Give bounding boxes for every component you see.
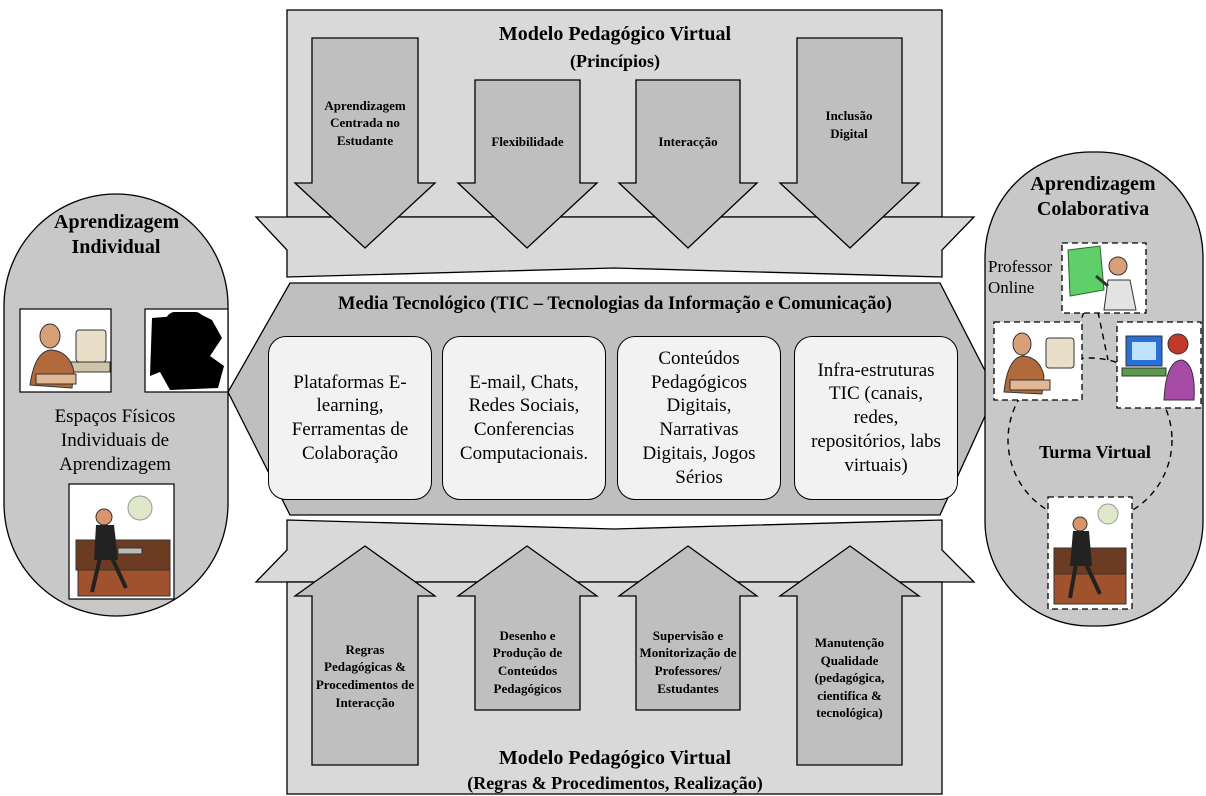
tech-box-1: Plataformas E-learning, Ferramentas de C… bbox=[268, 336, 432, 500]
connector-line-1 bbox=[1071, 311, 1085, 345]
rule-arrow-3 bbox=[616, 545, 760, 711]
virtual-class-circle bbox=[1007, 357, 1173, 523]
teacher-label: Professor Online bbox=[988, 257, 1053, 298]
principle-arrow-1 bbox=[293, 37, 437, 249]
center-panel-title: Media Tecnológico (TIC – Tecnologias da … bbox=[338, 294, 892, 314]
top-panel-arrow bbox=[254, 216, 976, 278]
rule-arrow-1 bbox=[292, 545, 438, 766]
rule-label-4: Manutenção Qualidade (pedagógica, cienti… bbox=[814, 635, 885, 721]
principle-label-2: Flexibilidade bbox=[491, 134, 564, 150]
silhouette-icon bbox=[150, 312, 224, 390]
man-at-computer-icon bbox=[29, 323, 111, 389]
principle-label-1: Aprendizagem Centrada no Estudante bbox=[324, 97, 406, 148]
connector-line-2 bbox=[1097, 311, 1109, 361]
right-panel-background bbox=[984, 151, 1204, 627]
principle-arrow-2 bbox=[456, 79, 599, 249]
top-panel-title: Modelo Pedagógico Virtual bbox=[498, 23, 732, 45]
rule-label-2: Desenho e Produção de Conteúdos Pedagógi… bbox=[492, 627, 563, 696]
teacher-at-board-icon bbox=[1067, 245, 1137, 311]
right-panel-title: Aprendizagem Colaborativa bbox=[1030, 173, 1156, 220]
tech-box-2: E-mail, Chats, Redes Sociais, Conferenci… bbox=[442, 336, 606, 500]
principle-arrow-4 bbox=[778, 37, 921, 249]
rule-arrow-2 bbox=[455, 545, 600, 711]
principle-label-3: Interacção bbox=[658, 134, 718, 150]
rule-label-1: Regras Pedagógicas & Procedimentos de In… bbox=[315, 641, 415, 710]
principle-arrow-3 bbox=[617, 79, 759, 249]
bottom-panel-title: Modelo Pedagógico Virtual bbox=[498, 747, 732, 769]
tech-box-4: Infra-estruturas TIC (canais, redes, rep… bbox=[794, 336, 958, 500]
bottom-panel-subtitle: (Regras & Procedimentos, Realização) bbox=[467, 773, 763, 793]
principle-label-4: Inclusão Digital bbox=[825, 108, 873, 141]
woman-at-computer-icon bbox=[1121, 333, 1195, 401]
bottom-panel-arrow bbox=[254, 519, 976, 583]
virtual-class-label: Turma Virtual bbox=[1039, 442, 1151, 462]
tech-box-3: Conteúdos Pedagógicos Digitais, Narrativ… bbox=[617, 336, 781, 500]
left-panel-title: Aprendizagem Individual bbox=[54, 211, 180, 258]
left-panel-caption: Espaços Físicos Individuais de Aprendiza… bbox=[54, 406, 176, 475]
woman-on-sofa-icon bbox=[75, 495, 171, 597]
rule-arrow-4 bbox=[777, 545, 922, 766]
student-at-computer-icon bbox=[1003, 332, 1075, 395]
rule-label-3: Supervisão e Monitorização de Professore… bbox=[639, 627, 737, 696]
woman-on-sofa-icon-2 bbox=[1053, 503, 1127, 605]
top-panel-subtitle: (Princípios) bbox=[570, 51, 660, 71]
